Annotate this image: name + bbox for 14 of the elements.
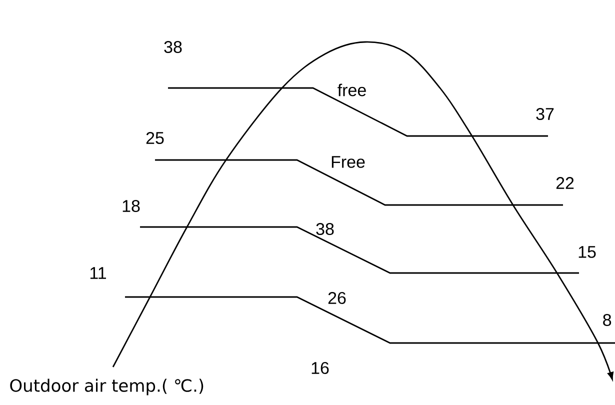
value-label: free <box>338 84 366 96</box>
value-label: 22 <box>556 177 574 189</box>
value-label: 38 <box>164 40 182 54</box>
value-label: 38 <box>316 222 334 236</box>
value-label: 11 <box>90 267 106 279</box>
value-label: Free <box>332 156 365 168</box>
value-label: 18 <box>122 200 140 212</box>
value-label: 26 <box>328 292 346 304</box>
value-label: 37 <box>536 108 554 120</box>
value-label: 16 <box>312 362 329 374</box>
value-label: Outdoor air temp.( ℃.) <box>10 378 204 396</box>
value-label: 15 <box>578 246 596 258</box>
value-label: 8 <box>603 314 612 326</box>
value-label: 25 <box>146 132 164 144</box>
